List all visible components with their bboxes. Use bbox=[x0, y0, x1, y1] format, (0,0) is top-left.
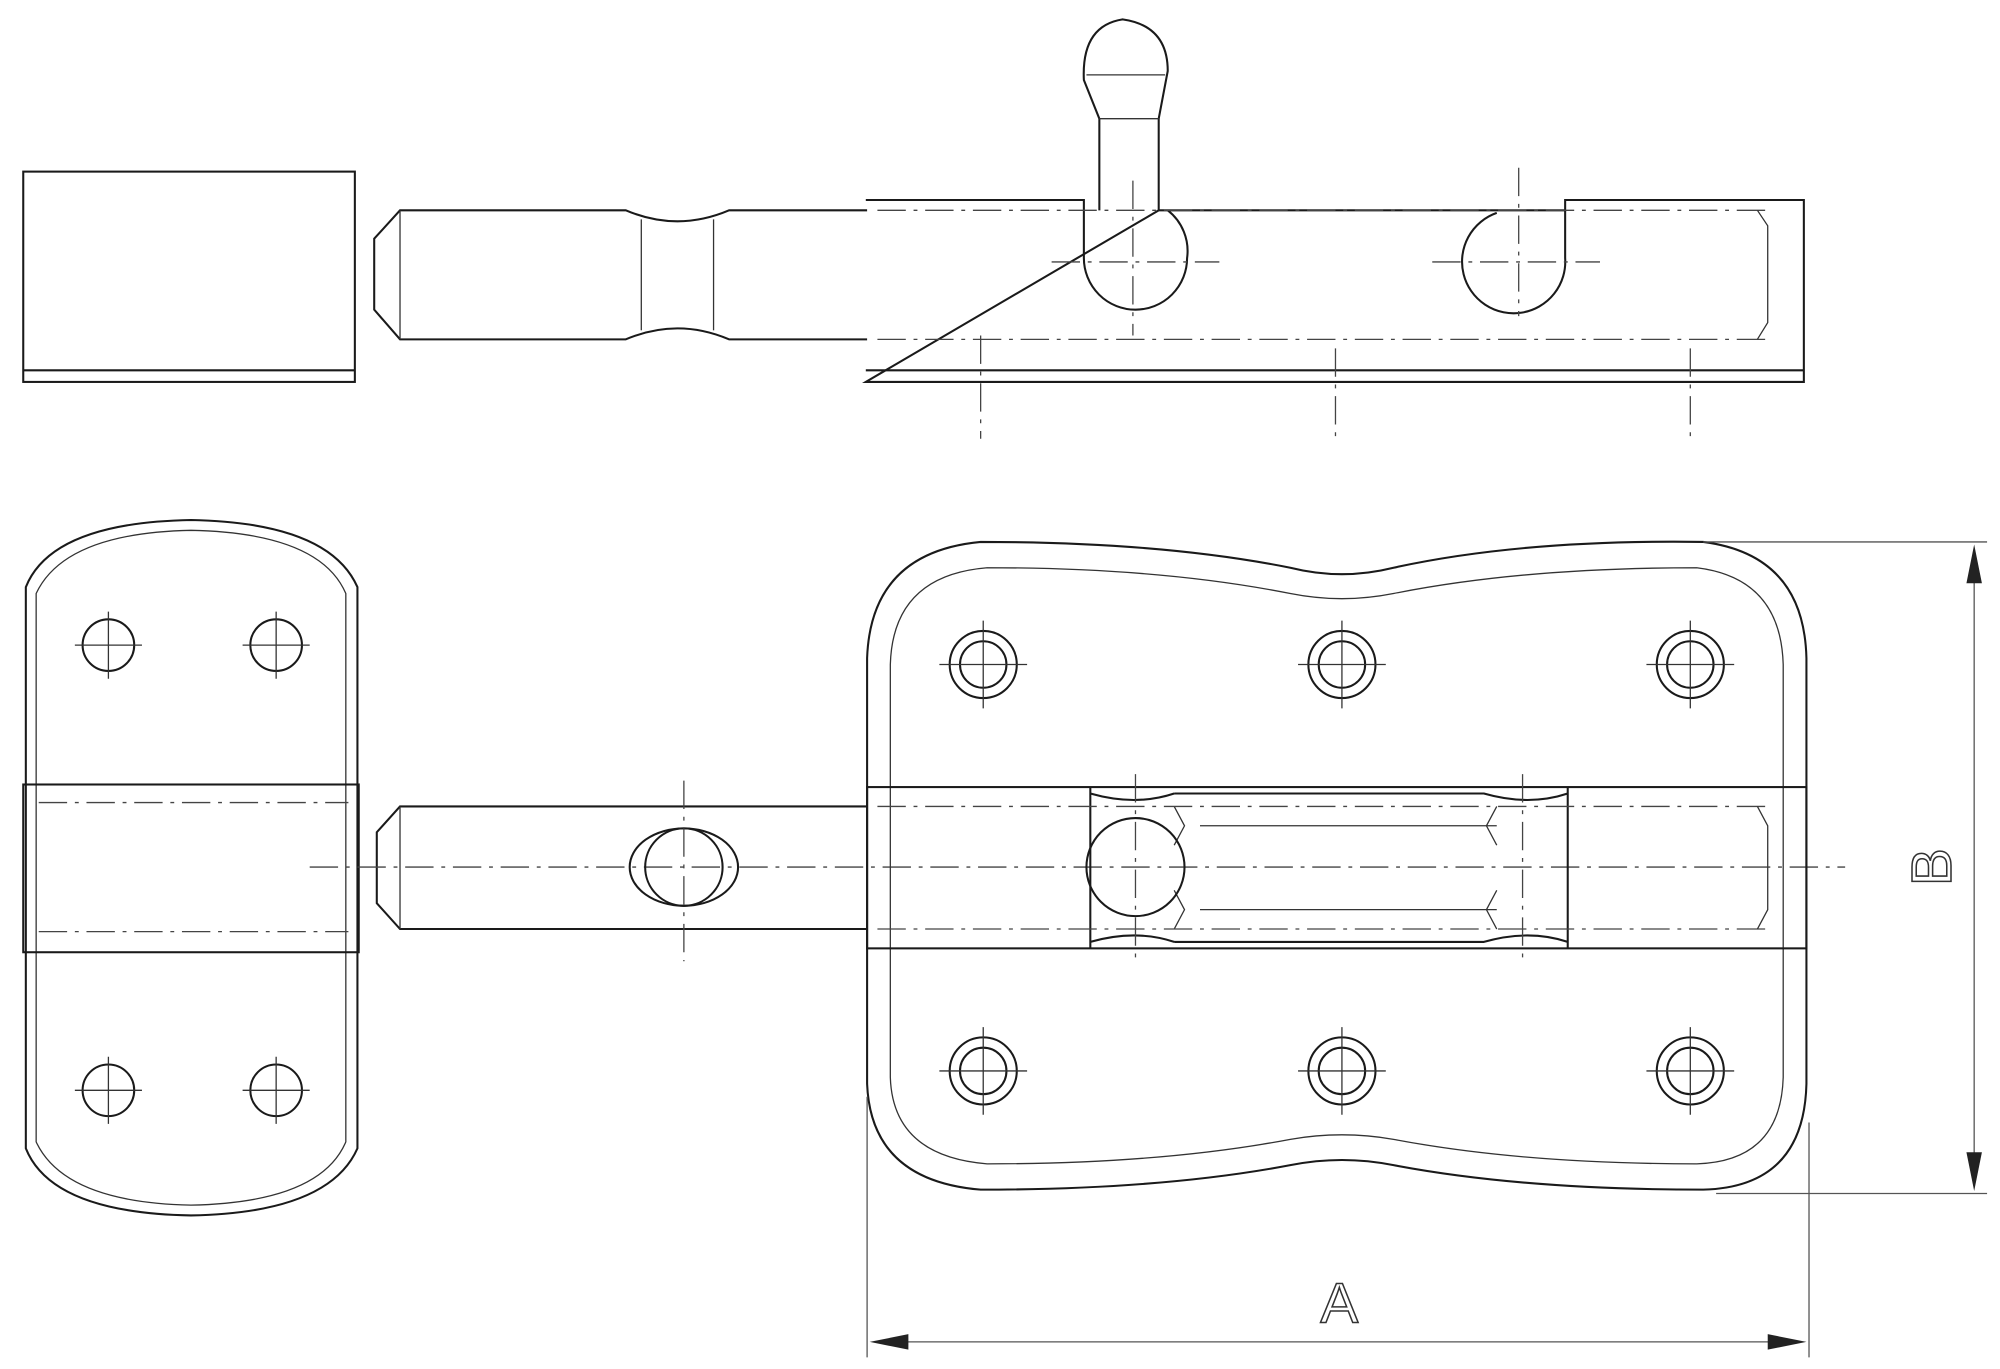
dimension-b: B bbox=[1703, 541, 1988, 1195]
housing-side-view bbox=[862, 167, 1805, 439]
housing-front-view bbox=[866, 540, 1808, 1191]
keeper-screw-holes bbox=[74, 611, 310, 1124]
bolt-guide-band bbox=[866, 774, 1808, 962]
dimension-a: A bbox=[866, 1096, 1810, 1358]
keeper-front-view bbox=[22, 518, 360, 1217]
dimension-b-label: B bbox=[1901, 848, 1964, 886]
keeper-side-view bbox=[22, 170, 356, 383]
bolt-front-view bbox=[309, 780, 1846, 962]
bolt-side-view bbox=[373, 209, 868, 341]
plate-screw-holes bbox=[939, 620, 1735, 1115]
knob-handle bbox=[1082, 18, 1169, 211]
top-view bbox=[22, 18, 1805, 439]
dimension-a-label: A bbox=[1320, 1273, 1358, 1336]
